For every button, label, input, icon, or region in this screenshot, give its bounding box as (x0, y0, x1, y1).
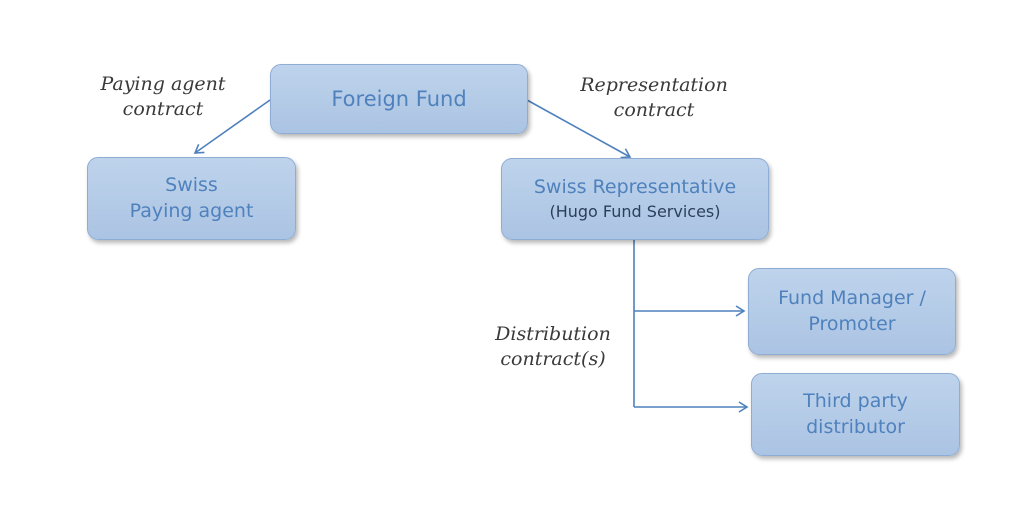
node-third-party-line-1: Third party (803, 389, 908, 412)
node-fund-manager-line-2: Promoter (808, 312, 896, 335)
node-swiss-paying-agent-line-1: Swiss (165, 173, 218, 196)
node-swiss-paying-agent: Swiss Paying agent (87, 157, 296, 240)
node-foreign-fund-label: Foreign Fund (331, 86, 467, 111)
label-representation-contract-line-1: Representation (580, 74, 728, 96)
node-swiss-representative-label: Swiss Representative (533, 176, 737, 199)
node-third-party-line-2: distributor (806, 415, 905, 438)
arrow-foreign-fund-to-paying-agent (193, 99, 271, 154)
node-third-party-distributor: Third party distributor (751, 373, 960, 456)
node-swiss-representative-sub: (Hugo Fund Services) (549, 202, 721, 222)
node-swiss-representative: Swiss Representative (Hugo Fund Services… (501, 158, 769, 240)
node-fund-manager: Fund Manager / Promoter (748, 268, 956, 355)
label-paying-agent-contract-line-1: Paying agent (100, 73, 226, 95)
node-fund-manager-line-1: Fund Manager / (778, 286, 926, 309)
label-representation-contract: Representation contract (574, 73, 734, 122)
label-distribution-contracts-line-1: Distribution (495, 323, 611, 345)
arrow-foreign-fund-to-representative (526, 99, 632, 159)
label-paying-agent-contract: Paying agent contract (98, 72, 228, 121)
node-swiss-paying-agent-line-2: Paying agent (129, 199, 254, 222)
node-foreign-fund: Foreign Fund (270, 64, 528, 134)
label-representation-contract-line-2: contract (613, 98, 695, 121)
label-distribution-contracts: Distribution contract(s) (488, 322, 618, 371)
label-paying-agent-contract-line-2: contract (122, 97, 204, 120)
label-distribution-contracts-line-2: contract(s) (500, 347, 606, 370)
